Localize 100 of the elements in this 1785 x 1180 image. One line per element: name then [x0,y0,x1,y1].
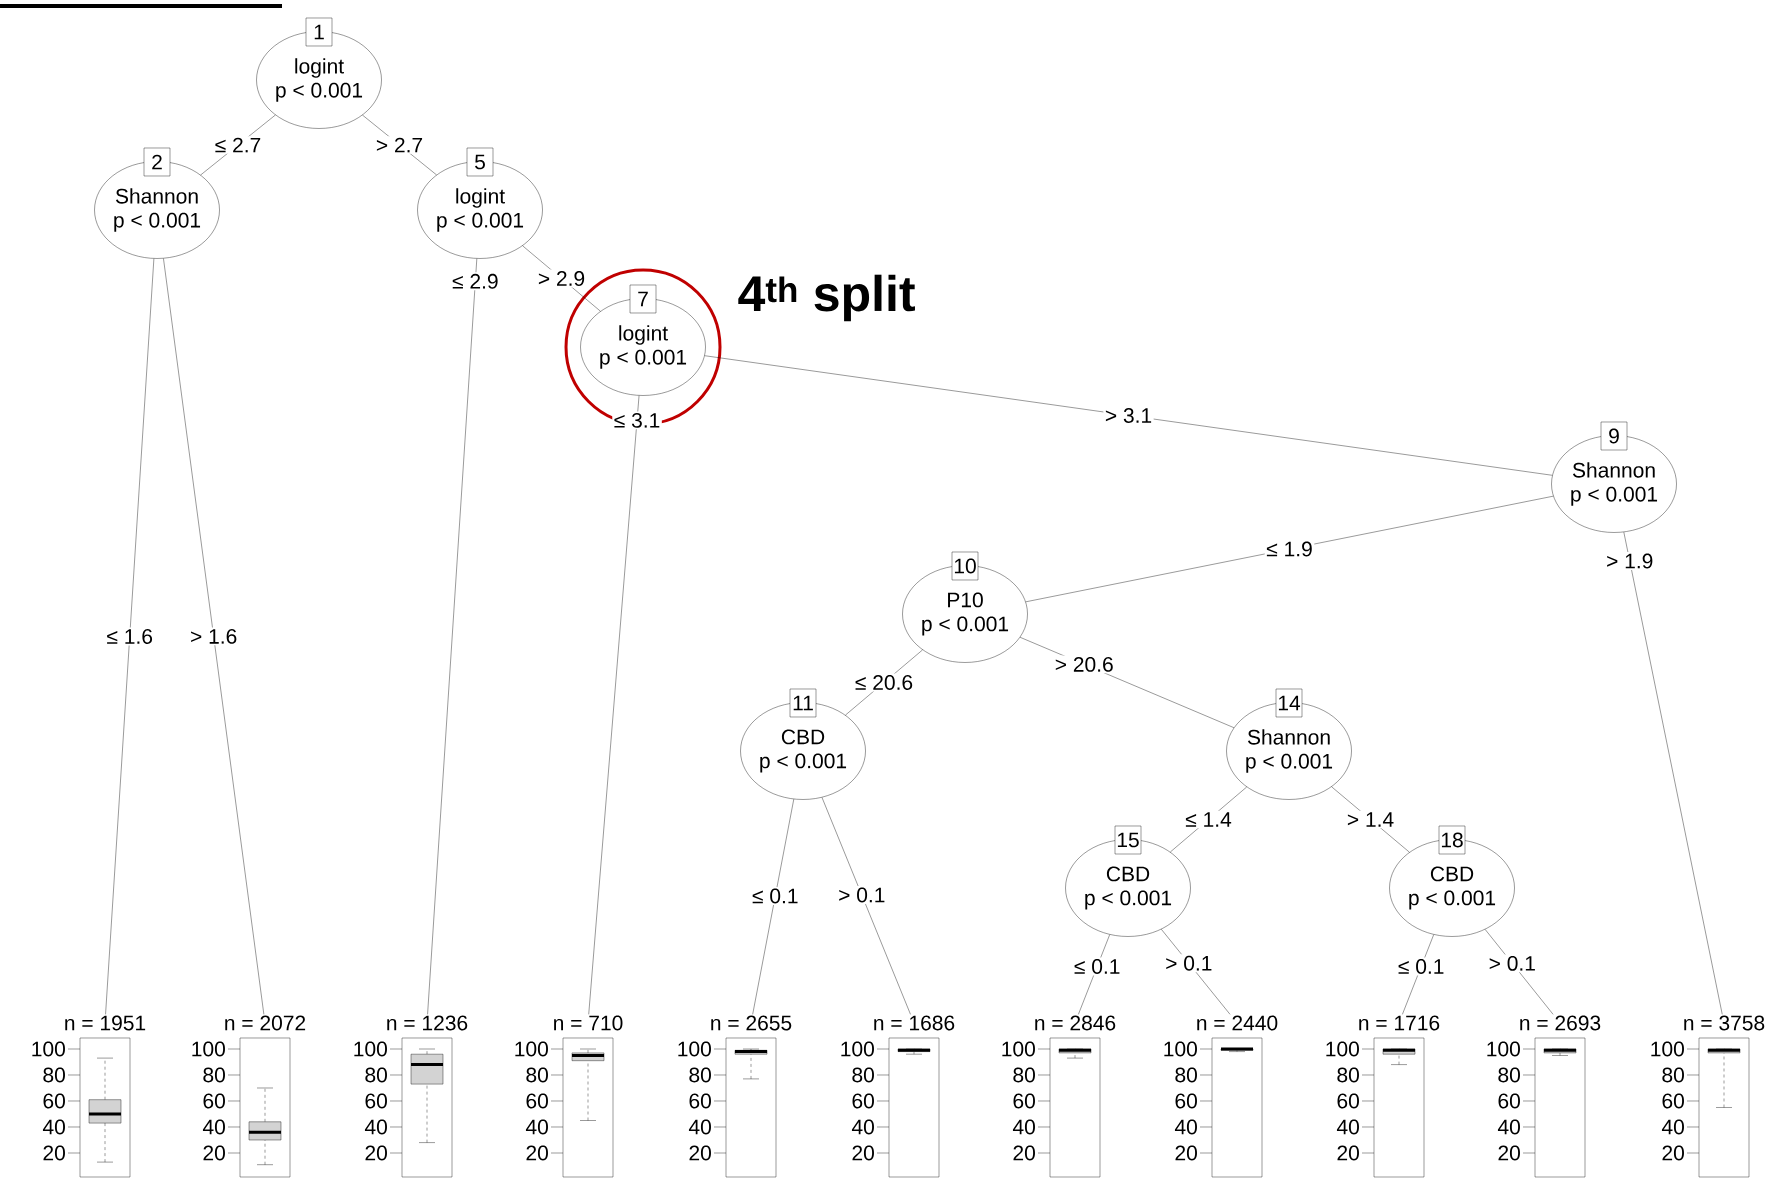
edge-label: ≤ 2.7 [213,136,263,154]
tick-label: 60 [526,1093,548,1109]
sample-size-label: n = 710 [554,1015,623,1031]
tick-label: 60 [852,1093,874,1109]
edge-label: > 0.1 [836,886,887,904]
sample-size-label: n = 1951 [65,1015,146,1031]
tick-label: 100 [192,1041,225,1057]
tick-label: 40 [1497,1119,1520,1135]
node-number-box: 2 [143,147,171,177]
sample-size-label: n = 2072 [225,1015,306,1031]
sample-size-label: n = 2440 [1197,1015,1278,1031]
tick-label: 100 [515,1041,548,1057]
branch-line [1025,495,1554,603]
branch-line [588,395,640,1015]
edge-label: > 0.1 [1163,954,1214,973]
tick-label: 80 [43,1067,65,1083]
tick-label: 80 [1337,1067,1359,1083]
tick-label: 80 [1498,1067,1520,1083]
edge-label: ≤ 1.4 [1183,810,1234,829]
edge-label: ≤ 1.9 [1264,540,1315,558]
branch-line [105,258,155,1015]
tick-label: 80 [1175,1067,1197,1083]
tick-label: 40 [1336,1119,1359,1135]
edge-label: > 1.4 [1345,810,1396,829]
tick-label: 60 [203,1093,225,1109]
edge-label: > 2.9 [536,269,587,288]
annotation-text: 4$^{th}$ split [738,274,915,322]
node-number-box: 5 [466,147,494,177]
node-number-box: 10 [951,551,979,581]
tick-label: 60 [365,1093,387,1109]
tick-label: 80 [1013,1067,1035,1083]
tick-label: 100 [1326,1041,1359,1057]
tick-label: 20 [365,1145,387,1161]
node-number-box: 14 [1275,688,1303,718]
tick-label: 100 [32,1041,65,1057]
sample-size-label: n = 3758 [1684,1015,1765,1031]
tick-label: 20 [852,1145,874,1161]
sample-size-label: n = 1716 [1359,1015,1440,1031]
tick-label: 80 [365,1067,387,1083]
tick-label: 80 [689,1067,711,1083]
branch-line [821,797,911,1015]
edge-label: > 3.1 [1103,406,1154,425]
edge-label: > 20.6 [1053,655,1116,674]
node-number-box: 15 [1114,825,1142,855]
sample-size-label: n = 2846 [1035,1015,1116,1031]
branch-line [163,258,265,1015]
tick-label: 20 [1498,1145,1520,1161]
tick-label: 20 [1662,1145,1684,1161]
tick-label: 20 [526,1145,548,1161]
sample-size-label: n = 2655 [711,1015,792,1031]
sample-size-label: n = 2693 [1520,1015,1601,1031]
tick-label: 20 [1175,1145,1197,1161]
tick-label: 40 [42,1119,65,1135]
tick-label: 60 [1337,1093,1359,1109]
edge-label: ≤ 1.6 [104,627,155,646]
edge-label: ≤ 2.9 [450,272,501,291]
tick-label: 60 [1662,1093,1684,1109]
tick-label: 100 [1487,1041,1520,1057]
branch-line [1623,531,1723,1015]
tick-label: 60 [1498,1093,1520,1109]
edge-label: ≤ 0.1 [1396,957,1446,976]
tick-label: 60 [43,1093,65,1109]
tick-label: 40 [851,1119,874,1135]
tick-label: 100 [1651,1041,1684,1057]
tick-label: 40 [1661,1119,1684,1135]
tick-label: 80 [526,1067,548,1083]
tick-label: 100 [354,1041,387,1057]
edge-label: > 2.7 [374,136,425,154]
branch-line [427,258,478,1015]
tick-label: 80 [852,1067,874,1083]
tick-label: 100 [1002,1041,1035,1057]
node-number-box: 1 [305,17,333,47]
edge-label: ≤ 0.1 [750,887,801,905]
tick-label: 60 [1013,1093,1035,1109]
tick-label: 40 [364,1119,387,1135]
tick-label: 100 [841,1041,874,1057]
node-number-box: 7 [629,284,657,314]
tick-label: 40 [688,1119,711,1135]
node-number-box: 9 [1600,421,1628,451]
edge-label: > 1.9 [1604,552,1655,570]
tick-label: 20 [1013,1145,1035,1161]
edge-label: > 1.6 [188,627,239,646]
tick-label: 100 [1164,1041,1197,1057]
node-number-box: 11 [789,688,817,718]
node-number-box: 18 [1438,825,1466,855]
tick-label: 60 [1175,1093,1197,1109]
sample-size-label: n = 1686 [874,1015,955,1031]
tick-label: 40 [202,1119,225,1135]
tick-label: 20 [203,1145,225,1161]
branch-line [704,355,1553,476]
tick-label: 100 [678,1041,711,1057]
tick-label: 80 [203,1067,225,1083]
tick-label: 40 [1012,1119,1035,1135]
tick-label: 80 [1662,1067,1684,1083]
tick-label: 60 [689,1093,711,1109]
tick-label: 20 [1337,1145,1359,1161]
edge-label: > 0.1 [1487,954,1538,973]
edge-label: ≤ 20.6 [853,673,915,692]
tick-label: 40 [525,1119,548,1135]
edge-label: ≤ 0.1 [1072,957,1122,976]
